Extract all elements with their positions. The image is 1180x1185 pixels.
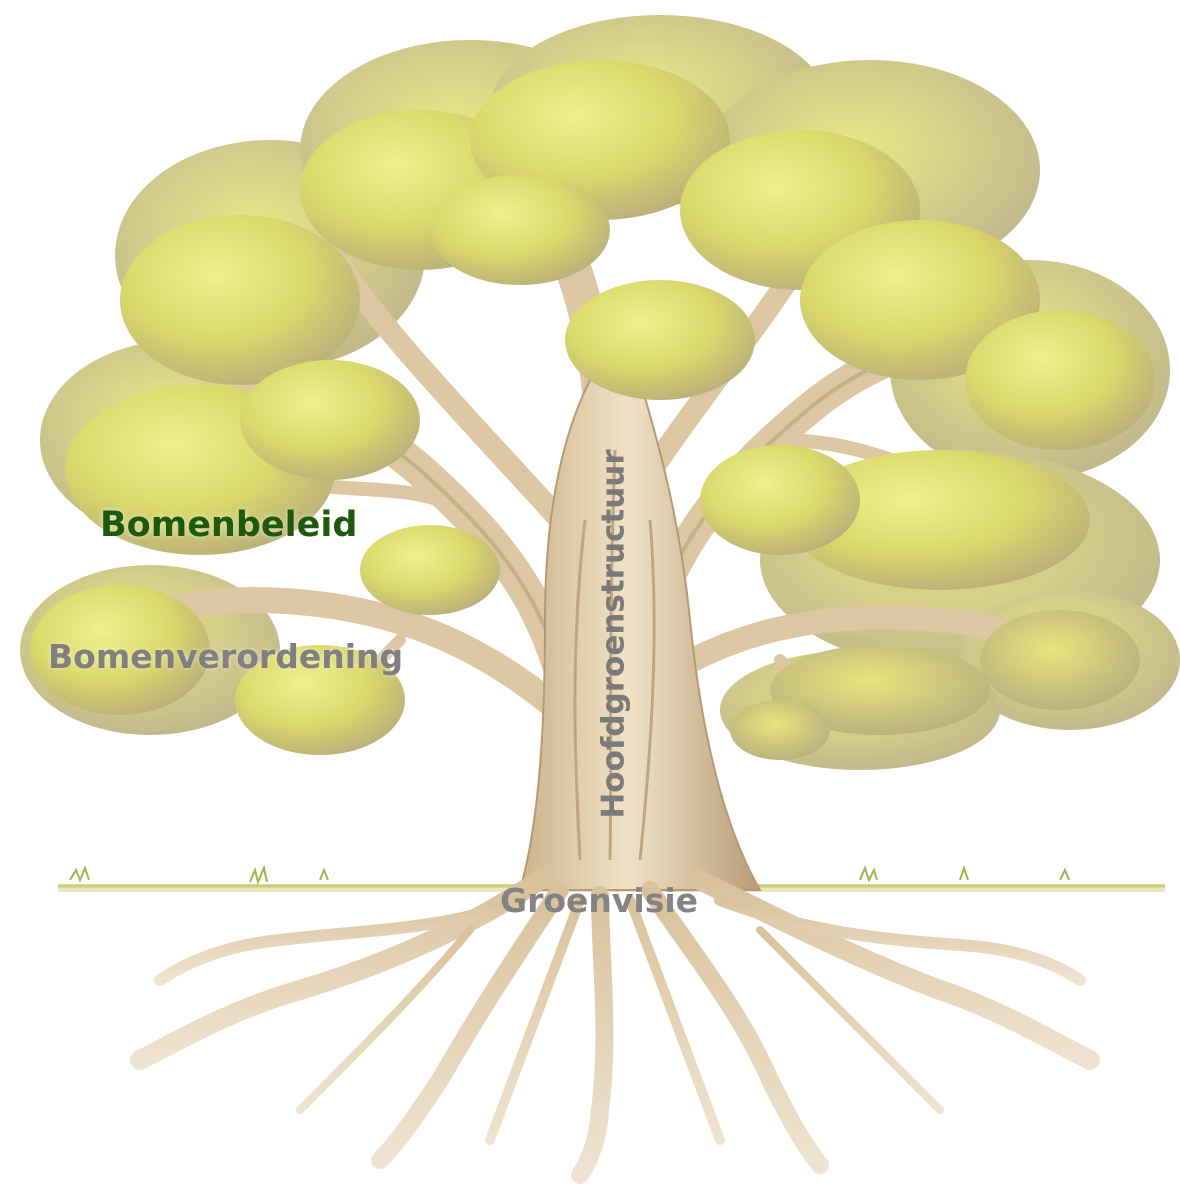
label-groenvisie: Groenvisie: [500, 884, 698, 917]
label-bomenverordening: Bomenverordening: [48, 640, 403, 673]
label-hoofdgroenstructuur: Hoofdgroenstructuur: [599, 449, 630, 818]
roots: [140, 880, 1090, 1175]
label-bomenbeleid: Bomenbeleid: [100, 508, 357, 543]
